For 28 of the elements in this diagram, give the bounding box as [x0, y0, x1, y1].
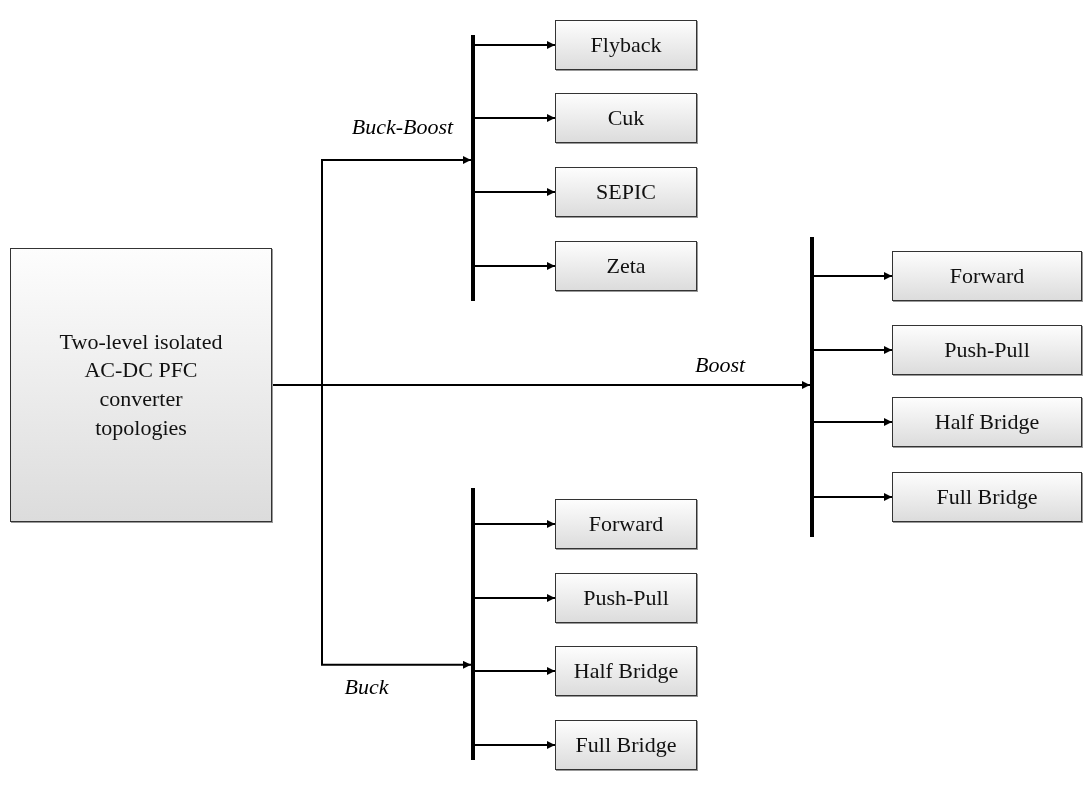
topology-box: Push-Pull: [555, 573, 697, 623]
arrow: [813, 493, 893, 501]
topology-box: Cuk: [555, 93, 697, 143]
topology-box: Flyback: [555, 20, 697, 70]
topology-box: Half Bridge: [555, 646, 697, 696]
bus-bar: [810, 237, 814, 537]
topology-box: SEPIC: [555, 167, 697, 217]
topology-box: Push-Pull: [892, 325, 1082, 375]
root-box: Two-level isolated AC-DC PFC converter topologies: [10, 248, 272, 522]
arrow: [474, 262, 556, 270]
topology-box: Forward: [892, 251, 1082, 301]
arrow: [813, 272, 893, 280]
arrow: [813, 346, 893, 354]
bus-bar: [471, 35, 475, 301]
arrow: [813, 418, 893, 426]
arrow: [474, 188, 556, 196]
bus-bar: [471, 488, 475, 760]
topology-box: Half Bridge: [892, 397, 1082, 447]
arrow: [474, 114, 556, 122]
topology-box: Full Bridge: [555, 720, 697, 770]
arrow: [474, 741, 556, 749]
topology-box: Zeta: [555, 241, 697, 291]
arrow: [474, 594, 556, 602]
topology-box: Forward: [555, 499, 697, 549]
topology-box: Full Bridge: [892, 472, 1082, 522]
arrow: [474, 41, 556, 49]
arrow: [474, 520, 556, 528]
arrow: [474, 667, 556, 675]
